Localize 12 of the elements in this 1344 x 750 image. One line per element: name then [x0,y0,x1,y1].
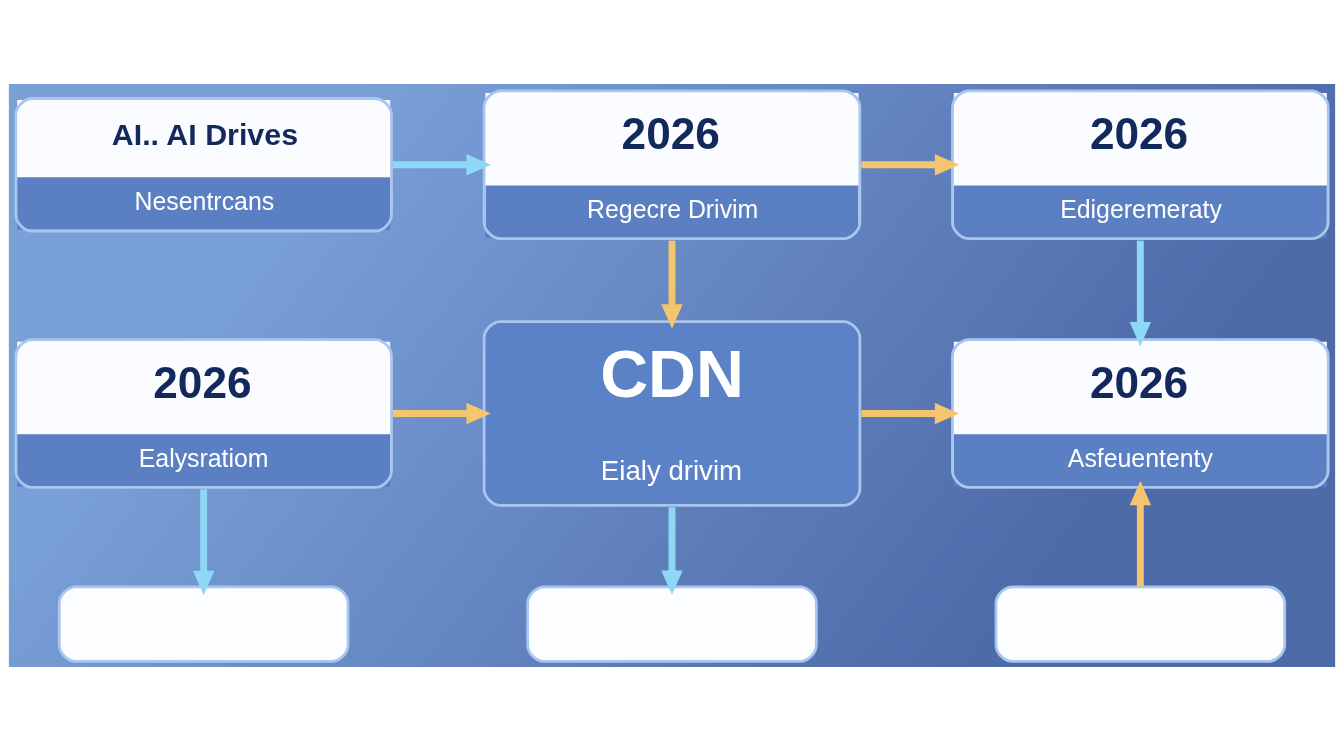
node-box [526,585,818,663]
node-box [994,585,1287,663]
arrow [192,488,215,595]
arrow [861,153,960,176]
arrow [661,240,683,329]
arrow [1129,240,1152,347]
arrow [393,153,491,176]
arrow [861,402,960,424]
arrow [661,506,683,595]
arrow [1129,480,1152,587]
node-box [57,585,350,663]
arrow [393,402,491,424]
